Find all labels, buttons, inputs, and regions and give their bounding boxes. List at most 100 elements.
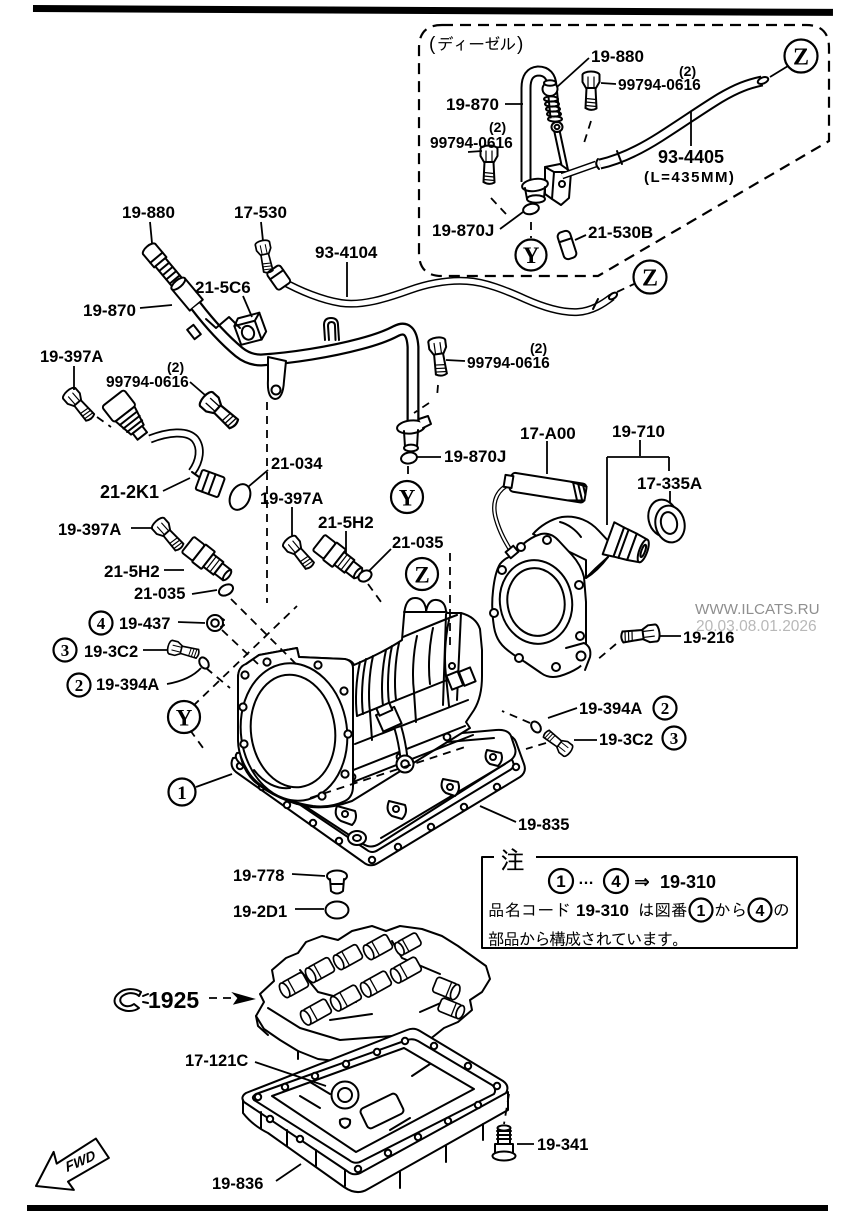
bolt-19-3C2-right — [540, 726, 576, 759]
label-21-035-r: 21-035 — [392, 534, 443, 552]
marker-letter: 3 — [670, 729, 679, 748]
label-19-710: 19-710 — [612, 422, 665, 441]
note-body-mid — [640, 902, 687, 918]
oring-21-034 — [228, 483, 252, 511]
watermark-date: 20.03.08.01.2026 — [696, 618, 817, 635]
bolt-icon — [426, 335, 452, 378]
bolt-icon — [619, 623, 662, 647]
marker-letter: 3 — [61, 641, 70, 660]
note-box-border — [481, 856, 798, 949]
transmission-case — [234, 597, 517, 848]
note-circled-digit: 4 — [756, 903, 765, 920]
label-19-3C2-l: 19-3C2 — [84, 643, 138, 661]
drain-bolt-19-341 — [491, 1124, 517, 1162]
sensor-21-5H2-left — [179, 534, 237, 587]
label-17-530: 17-530 — [234, 203, 287, 222]
label-93-4104: 93-4104 — [315, 243, 378, 262]
label-21-5H2-r: 21-5H2 — [318, 513, 374, 532]
label-inset-hose-length: (L=435MM) — [644, 169, 735, 186]
marker-four-left: 4 — [88, 610, 114, 636]
marker-circle — [632, 259, 668, 295]
marker-circle — [66, 672, 92, 698]
note-circled-digit: 4 — [611, 872, 621, 891]
leader-lines — [73, 221, 681, 1182]
marker-letter: 2 — [75, 676, 84, 695]
label-19-341: 19-341 — [537, 1136, 588, 1154]
marker-circle — [547, 867, 575, 895]
marker-circle — [661, 725, 687, 751]
note-formula-arrow: ⇒ — [634, 871, 650, 893]
marker-letter: Z — [642, 266, 658, 292]
inset-box-border — [417, 23, 831, 278]
bolt-icon — [60, 384, 99, 425]
drain-plug-19-778 — [326, 869, 348, 895]
label-19-835: 19-835 — [518, 816, 569, 834]
label-99794-0616-b: 99794-0616 — [467, 355, 550, 372]
label-inset-21-530B: 21-530B — [588, 223, 653, 242]
marker-z-mid: Z — [404, 556, 440, 592]
part-labels: 19-880 (2) 99794-0616 19-870 (2) 99794-0… — [40, 47, 735, 1193]
oil-pan-19-836 — [241, 1027, 509, 1193]
extension-housing-19-710 — [489, 515, 650, 678]
label-21-5H2-l: 21-5H2 — [104, 562, 160, 581]
page-frame — [27, 5, 833, 1211]
note-circled-digit: 1 — [556, 872, 565, 891]
sensor-icon — [179, 534, 237, 587]
label-19-437: 19-437 — [119, 615, 170, 633]
note-formula: 1 … 4 ⇒ 19-310 — [547, 867, 716, 895]
marker-letter: 4 — [97, 614, 106, 633]
note-formula-dots: … — [578, 871, 594, 888]
inset-leader-lines — [467, 57, 789, 241]
label-21-035-l: 21-035 — [134, 585, 185, 603]
inset-cap-21-530B — [556, 229, 578, 261]
marker-letter: 2 — [661, 699, 670, 718]
label-19-870: 19-870 — [83, 301, 136, 320]
marker-circle — [167, 777, 197, 807]
view-markers: Y Z Z Y Z Y 1 4 3 2 2 3 — [52, 38, 819, 807]
label-17-A00: 17-A00 — [520, 424, 576, 443]
marker-circle — [404, 556, 440, 592]
label-inset-19-870: 19-870 — [446, 95, 499, 114]
bolt-99794-left — [196, 388, 243, 434]
marker-three-left: 3 — [52, 637, 78, 663]
marker-z-pipe: Z — [632, 259, 668, 295]
label-19-2D1: 19-2D1 — [233, 903, 287, 921]
caption-paren-close: ) — [517, 34, 523, 55]
hand-icon — [113, 988, 149, 1012]
note-title — [501, 848, 524, 871]
label-19-397A-3: 19-397A — [58, 521, 121, 539]
label-99794-qty: (2) — [167, 359, 184, 375]
label-inset-19-870J: 19-870J — [432, 221, 494, 240]
marker-y-inset: Y — [514, 238, 548, 272]
marker-circle — [389, 479, 425, 515]
oil-seal-17-335A — [647, 498, 686, 544]
bolt-icon — [540, 726, 576, 759]
label-17-121C: 17-121C — [185, 1052, 248, 1070]
pipe-bracket — [266, 356, 287, 400]
note-body-code: 19-310 — [576, 901, 629, 920]
label-19-394A-r: 19-394A — [579, 700, 642, 718]
speedo-gear-17-A00 — [492, 471, 588, 560]
marker-y-left: Y — [166, 699, 202, 735]
dashed-leader-lines — [96, 283, 635, 1125]
seal-19-394A-right — [530, 720, 542, 734]
marker-circle — [88, 610, 114, 636]
marker-letter: Y — [399, 486, 416, 511]
marker-letter: 1 — [177, 783, 187, 804]
clamp-zigzag-wire — [205, 316, 241, 329]
note-body-line1: 19-310 1 4 — [489, 897, 788, 923]
fwd-arrow: FWD — [35, 1137, 110, 1191]
label-17-335A: 17-335A — [637, 474, 702, 493]
marker-letter: Z — [414, 563, 429, 588]
label-19-397A-1: 19-397A — [40, 348, 103, 366]
marker-two-left: 2 — [66, 672, 92, 698]
label-21-5C6: 21-5C6 — [195, 278, 251, 297]
sensor-21-2K1 — [101, 389, 226, 498]
caption-paren-open: ( — [429, 34, 436, 55]
bolt-19-216 — [619, 623, 662, 647]
marker-letter: Y — [176, 706, 193, 731]
inset-dashed-leaders — [490, 120, 592, 238]
label-21-2K1: 21-2K1 — [100, 482, 159, 502]
